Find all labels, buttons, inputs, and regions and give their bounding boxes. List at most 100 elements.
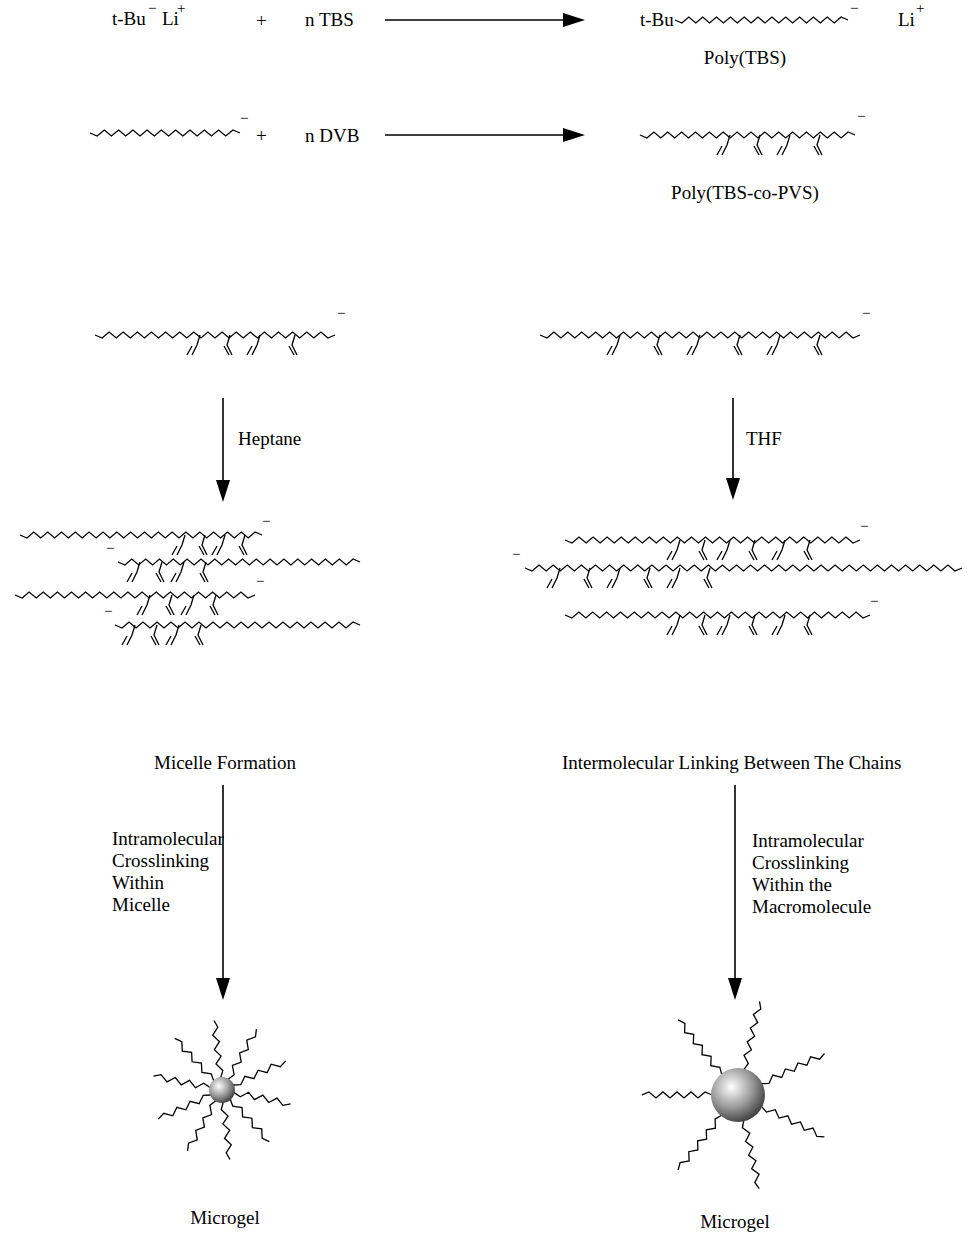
step-label: Intramolecular Crosslinking Within the M… [752,830,884,917]
vinyl-pendant [734,335,742,355]
microgel-arm [213,1021,223,1079]
polymer-chain [640,132,855,138]
vinyl-pendant [195,625,203,645]
vinyl-pendant [166,595,174,615]
microgel-core [711,1068,765,1122]
charge: − [850,0,858,17]
vinyl-pendant [777,135,790,155]
vinyl-pendant [704,568,712,588]
charge: − [862,305,870,322]
polymer-chain [525,565,962,571]
vinyl-pendant [772,540,785,560]
microgel-arm [221,1102,231,1160]
charge: − [148,0,156,17]
charge: − [870,593,878,610]
polymer-chain [95,332,335,338]
arrow [385,128,585,142]
vinyl-pendant [667,615,680,635]
product-label: Microgel [190,1207,260,1229]
vinyl-pendant [644,568,652,588]
vinyl-pendant [166,625,179,645]
vinyl-pendant [754,135,762,155]
microgel-arm [228,1029,257,1080]
product-label: Poly(TBS) [704,47,786,69]
charge: + [916,0,924,17]
charge: − [240,110,248,127]
vinyl-pendant [749,615,757,635]
solvent-label: Heptane [238,428,301,450]
vinyl-pendant [156,562,164,582]
polymer-chain [565,612,870,618]
vinyl-pendant [171,562,184,582]
vinyl-pendant [717,540,730,560]
vinyl-pendant [607,335,620,355]
step-label: Intramolecular Crosslinking Within Micel… [112,828,224,915]
microgel-arm [175,1038,214,1081]
charge: − [262,513,270,530]
polymer-chain [115,622,360,628]
vinyl-pendant [667,568,680,588]
vinyl-pendant [654,335,662,355]
vinyl-pendant [212,535,225,555]
microgel-core [209,1077,235,1103]
plus-sign: + [256,10,267,32]
vinyl-pendant [667,540,680,560]
vinyl-pendant [127,562,140,582]
vinyl-pendant [199,535,207,555]
polymer-chains [15,17,962,1189]
charge: − [104,603,112,620]
microgel-arm [678,1020,722,1075]
charge: − [860,518,868,535]
polymer-chain [90,130,240,136]
vinyl-pendant [547,568,560,588]
arrow [385,13,585,27]
vinyl-pendant [814,135,822,155]
vinyl-pendant [187,335,200,355]
microgel-arm [761,1106,824,1137]
vinyl-pendant [200,562,208,582]
vinyl-pendant [804,540,812,560]
microgel-arm [742,1120,759,1188]
microgel-arm [744,1001,761,1069]
vinyl-pendant [699,615,707,635]
vinyl-pendant [717,615,730,635]
monomer-label: n TBS [305,9,354,31]
microgel-arm [678,1115,722,1170]
vinyl-pendant [239,535,247,555]
charge: − [256,573,264,590]
vinyl-pendant [172,535,185,555]
microgel-arm [234,1092,291,1105]
vinyl-pendant [814,335,822,355]
microgel-arm [642,1092,712,1098]
stage-label: Intermolecular Linking Between The Chain… [562,752,901,774]
microgel-arm [158,1095,211,1119]
microgel-arm [153,1075,210,1088]
polymer-chain [118,559,360,565]
reaction-arrows [216,13,742,1000]
vinyl-pendant [772,615,785,635]
vinyl-pendant [607,568,620,588]
arrow [216,785,230,1000]
vinyl-pendant [224,335,232,355]
group-label: t-Bu [112,8,146,30]
polymer-chain [20,532,262,538]
vinyl-pendant [151,625,159,645]
vinyl-pendant [699,540,707,560]
counter-ion: Li [162,8,179,30]
vinyl-pendant [181,595,194,615]
vinyl-pendant [687,335,700,355]
microgel-arm [188,1100,217,1151]
vinyl-pendant [289,335,297,355]
polymer-chain [15,592,255,598]
vinyl-pendant [247,335,260,355]
charge: − [337,305,345,322]
arrow [728,785,742,1000]
vinyl-pendant [137,595,150,615]
group-label: t-Bu [640,9,674,31]
counter-ion: Li [898,9,915,31]
charge: − [512,546,520,563]
microgel-arm [761,1054,824,1084]
monomer-label: n DVB [305,125,359,147]
charge: − [857,108,865,125]
